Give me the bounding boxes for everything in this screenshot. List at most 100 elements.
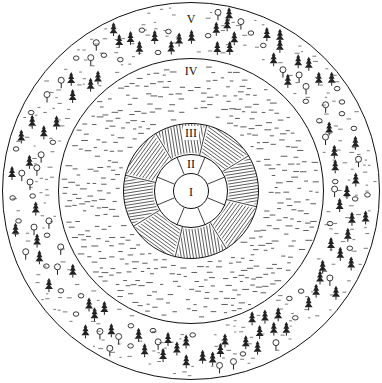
ground-dash	[348, 180, 350, 181]
grass-dash	[211, 311, 217, 312]
tree-stem	[56, 126, 57, 129]
conifer-crown	[45, 278, 53, 289]
grass-dash	[296, 164, 300, 165]
tree-stem	[154, 41, 155, 44]
grass-dash	[251, 112, 257, 113]
zone-numeral: II	[185, 157, 197, 171]
conifer-crown	[242, 335, 250, 346]
grass-dash	[168, 111, 174, 112]
grass-dash	[111, 170, 115, 171]
ground-dash	[117, 309, 122, 310]
tree-stem	[264, 321, 265, 324]
ground-dash	[327, 93, 330, 94]
bush-shape	[155, 50, 161, 54]
ground-dash	[40, 178, 43, 179]
ground-dash	[39, 192, 42, 193]
grass-dash	[189, 289, 194, 290]
grass-dash	[270, 283, 275, 284]
hatch-line	[105, 194, 215, 274]
grass-dash	[138, 305, 143, 306]
grass-dash	[195, 87, 201, 88]
tree-stem	[90, 89, 91, 92]
ground-dash	[329, 228, 333, 229]
ground-dash	[37, 261, 40, 262]
hatch-line	[107, 191, 217, 271]
grass-dash	[150, 95, 157, 96]
grass-dash	[154, 268, 158, 269]
tree-stem	[37, 245, 38, 248]
ground-dash	[64, 69, 67, 70]
grass-dash	[138, 285, 144, 286]
grass-dash	[111, 179, 116, 180]
grass-dash	[294, 201, 301, 202]
bush-shape	[50, 140, 56, 144]
grass-dash	[250, 118, 255, 119]
conifer-tree	[270, 52, 278, 66]
grass-dash	[109, 209, 115, 210]
leaf-crown	[238, 19, 244, 25]
hatch-line	[159, 127, 180, 261]
hatch-line	[147, 136, 257, 216]
conifer-crown	[32, 202, 40, 213]
grass-dash	[237, 294, 241, 295]
leaf-tree	[215, 9, 221, 20]
grass-dash	[236, 262, 241, 263]
leaf-crown	[116, 334, 122, 340]
hatch-line	[191, 165, 271, 275]
hatch-line	[142, 142, 252, 222]
tree-stem	[39, 261, 40, 264]
leaf-tree	[296, 72, 302, 83]
grass-dash	[193, 304, 196, 305]
hatch-line	[132, 232, 266, 253]
hatch-line	[201, 172, 281, 282]
hatch-line	[133, 123, 213, 233]
grass-dash	[100, 106, 104, 107]
grass-dash	[109, 275, 114, 276]
hatch-line	[147, 133, 227, 243]
bush	[50, 140, 56, 144]
conifer-tree	[182, 335, 190, 349]
ground-dash	[138, 341, 142, 342]
grass-dash	[130, 248, 136, 249]
grass-dash	[275, 187, 278, 188]
grass-dash	[99, 258, 106, 259]
tree-stem	[85, 335, 86, 338]
bush	[190, 333, 196, 337]
hatch-line	[128, 120, 208, 230]
conifer-tree	[213, 41, 221, 55]
conifer-tree	[85, 297, 93, 311]
tree-stem	[329, 132, 330, 135]
conifer-tree	[347, 257, 355, 271]
ground-dash	[206, 18, 211, 19]
conifer-tree	[254, 341, 262, 355]
hatch-line	[120, 114, 200, 224]
grass-dash	[79, 149, 83, 150]
ground-dash	[12, 198, 17, 199]
hatch-line	[188, 163, 268, 273]
ground-dash	[278, 62, 283, 63]
conifer-crown	[294, 54, 302, 65]
hatch-line	[133, 241, 267, 262]
conifer-crown	[316, 270, 324, 281]
leaf-tree	[323, 134, 329, 145]
grass-dash	[304, 213, 309, 214]
tree-stem	[220, 354, 221, 357]
grass-dash	[119, 243, 125, 244]
tree-stem	[227, 28, 228, 31]
ground-dash	[191, 366, 194, 367]
bush-shape	[28, 110, 34, 114]
ground-dash	[90, 39, 93, 40]
ground-dash	[367, 150, 370, 151]
ground-dash	[100, 53, 103, 54]
conifer-crown	[69, 264, 77, 275]
ground-dash	[131, 43, 134, 44]
tree-stem	[60, 250, 61, 255]
ground-dash	[342, 292, 346, 293]
hatch-line	[103, 196, 213, 276]
grass-dash	[179, 98, 185, 99]
hatch-line	[132, 132, 153, 266]
grass-dash	[286, 199, 291, 200]
grass-dash	[223, 95, 227, 96]
hatch-line	[114, 134, 135, 268]
grass-dash	[309, 227, 314, 228]
